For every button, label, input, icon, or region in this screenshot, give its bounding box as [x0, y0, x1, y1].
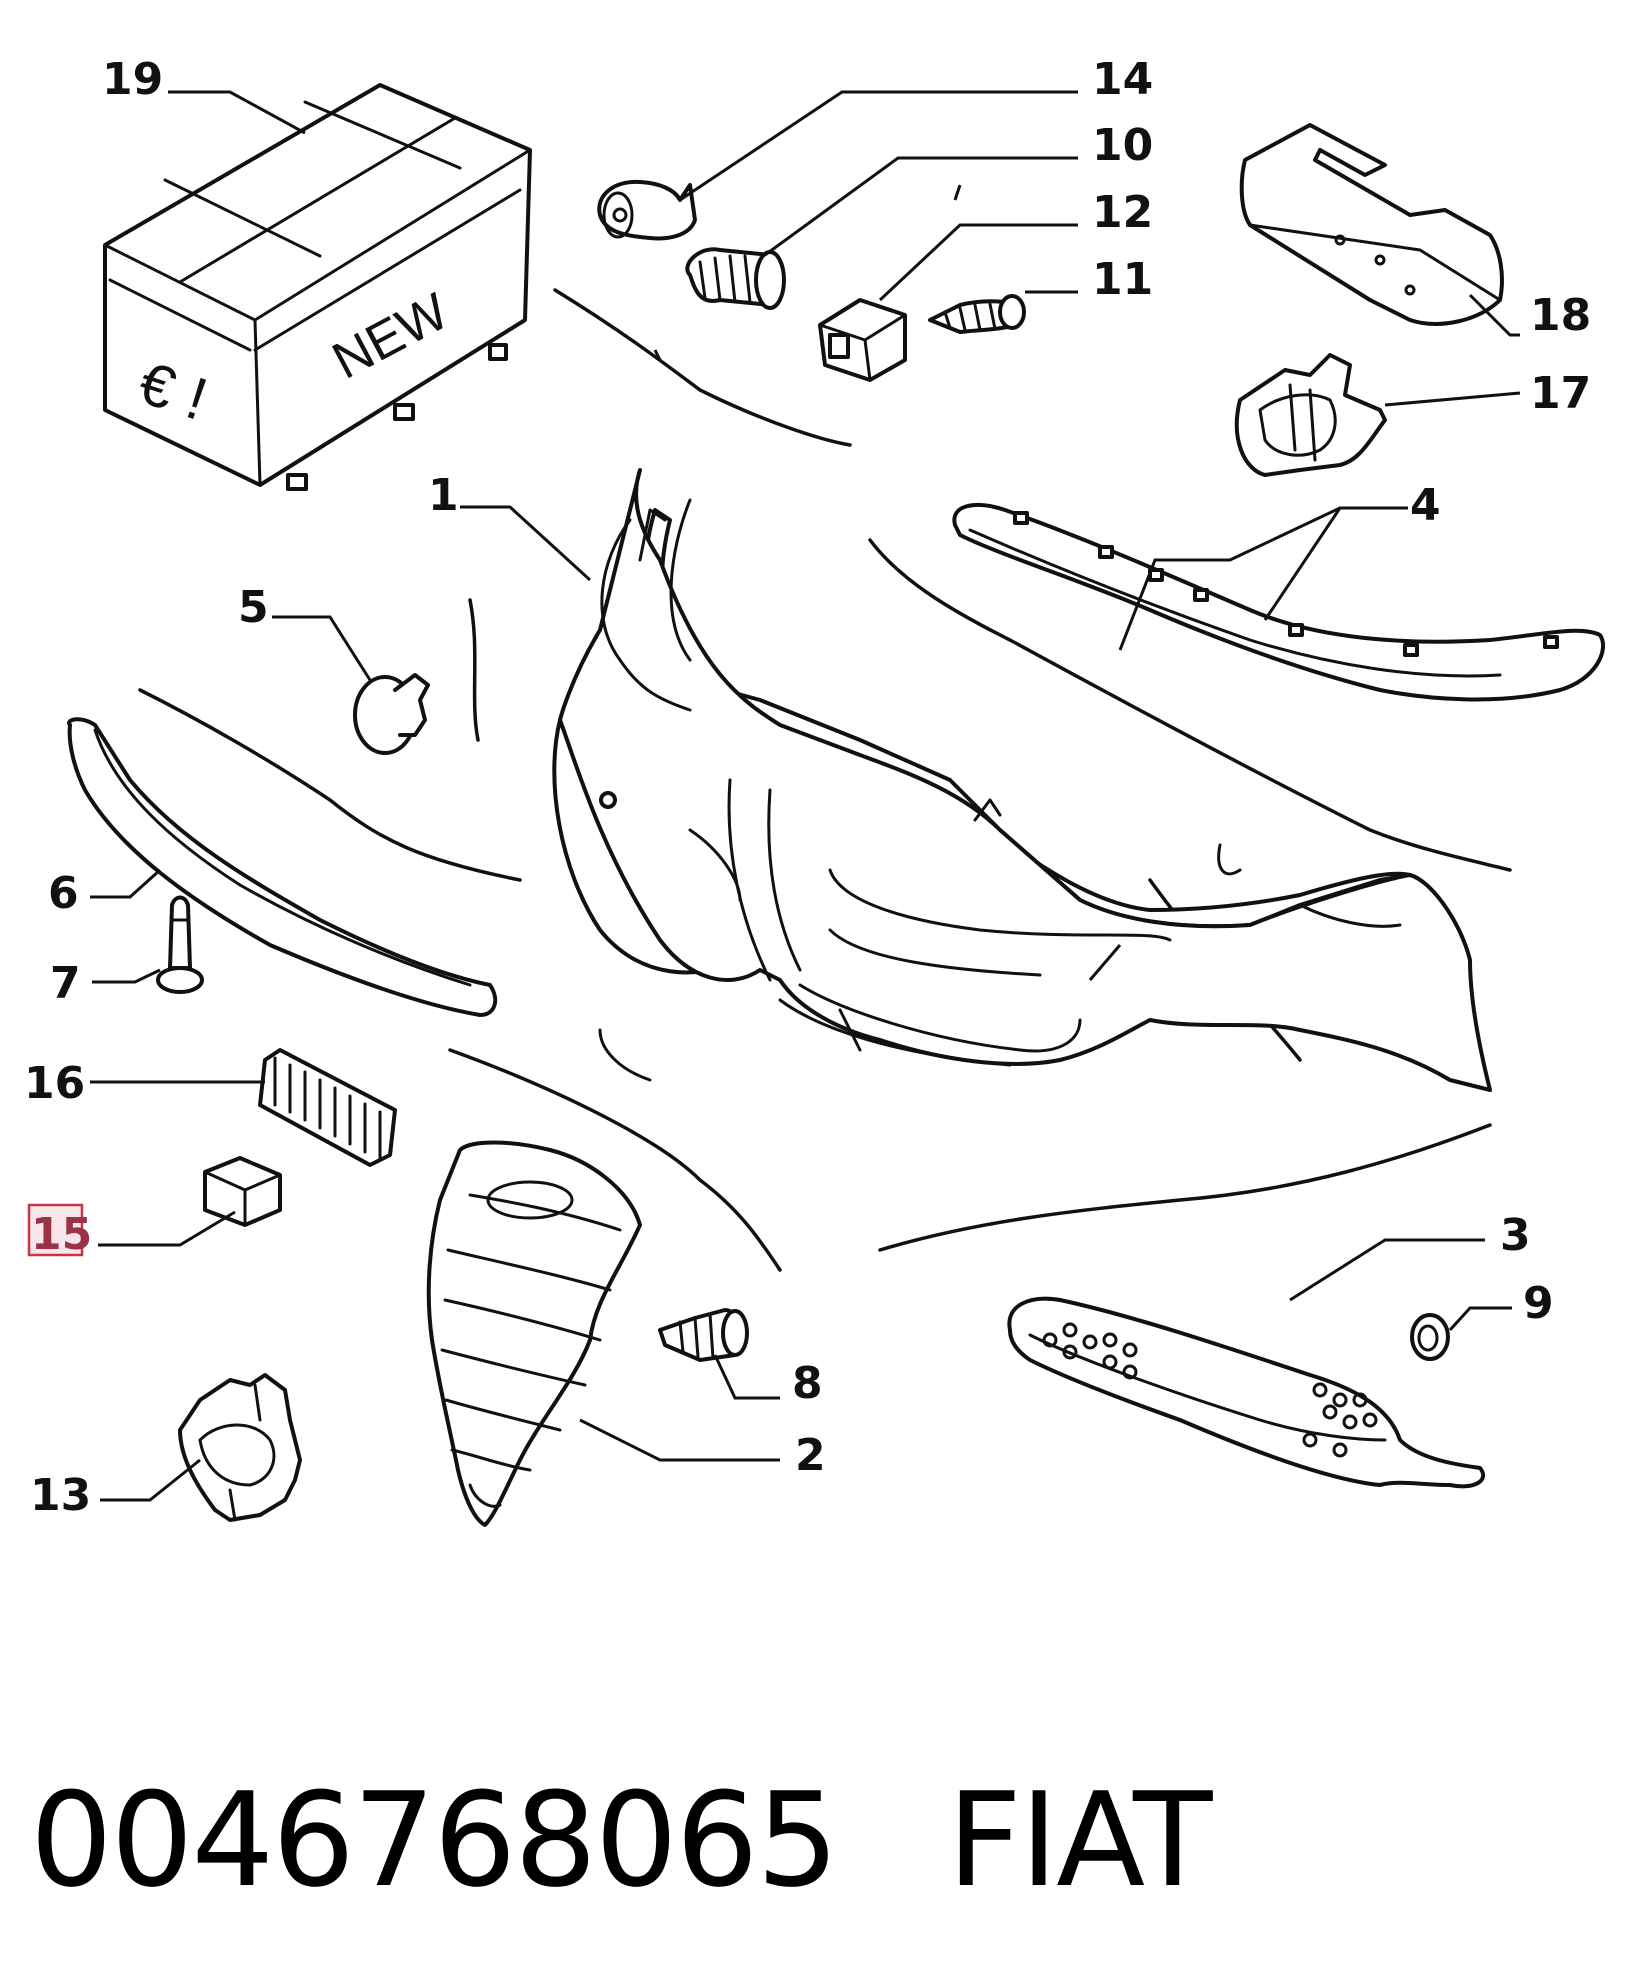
callout-4: 4	[1410, 480, 1441, 531]
part-18-bracket	[1239, 123, 1504, 326]
part-1-bumper	[552, 468, 1492, 1092]
part-9-plug	[1410, 1313, 1450, 1361]
honeycomb-mesh	[1042, 1322, 1378, 1458]
part-10-screw	[685, 247, 786, 310]
part-4-upper-trim	[952, 503, 1606, 702]
brand-name: FIAT	[947, 1764, 1212, 1916]
part-7-pin	[156, 895, 204, 994]
part-11-screw	[928, 294, 1026, 334]
part-3-side-grille	[1007, 1296, 1486, 1489]
callout-7: 7	[50, 958, 81, 1009]
callout-6: 6	[48, 868, 79, 919]
callouts: 19 14 10 12 11 18 17 4 1 5 6 7 16 15 8 2…	[24, 54, 1591, 1521]
callout-18: 18	[1530, 290, 1591, 341]
callout-15: 15	[31, 1209, 92, 1260]
callout-8: 8	[792, 1358, 823, 1409]
part-number: 0046768065	[30, 1764, 839, 1916]
callout-13: 13	[30, 1470, 91, 1521]
part-8-screw	[658, 1308, 749, 1362]
callout-15-highlight: 15	[27, 1203, 92, 1260]
callout-1: 1	[428, 470, 459, 521]
callout-5: 5	[238, 582, 269, 633]
callout-10: 10	[1092, 120, 1153, 171]
part-14-nut	[597, 179, 697, 241]
callout-3: 3	[1500, 1210, 1531, 1261]
part-16-filter	[258, 1048, 397, 1167]
callout-19: 19	[102, 54, 163, 105]
part-19-box: NEW € !	[103, 83, 532, 491]
part-5-cap	[353, 673, 430, 755]
callout-12: 12	[1092, 187, 1153, 238]
part-number-footer: 0046768065 FIAT	[30, 1740, 1212, 1940]
leader-lines	[90, 90, 1521, 1502]
highlight-box	[27, 1203, 84, 1257]
callout-17: 17	[1530, 368, 1591, 419]
callout-9: 9	[1523, 1278, 1554, 1329]
callout-14: 14	[1092, 54, 1153, 105]
callout-2: 2	[795, 1430, 826, 1481]
car-body-outline	[138, 288, 1512, 1272]
part-12-clip	[818, 298, 907, 382]
part-17-bracket	[1234, 353, 1387, 477]
callout-11: 11	[1092, 254, 1153, 305]
part-15-clip	[203, 1156, 282, 1227]
exploded-parts-diagram: NEW € !	[24, 54, 1606, 1527]
callout-16: 16	[24, 1058, 85, 1109]
part-13-bracket	[178, 1373, 302, 1522]
part-2-center-grille	[426, 1140, 642, 1527]
part-6-lower-trim	[67, 717, 498, 1017]
